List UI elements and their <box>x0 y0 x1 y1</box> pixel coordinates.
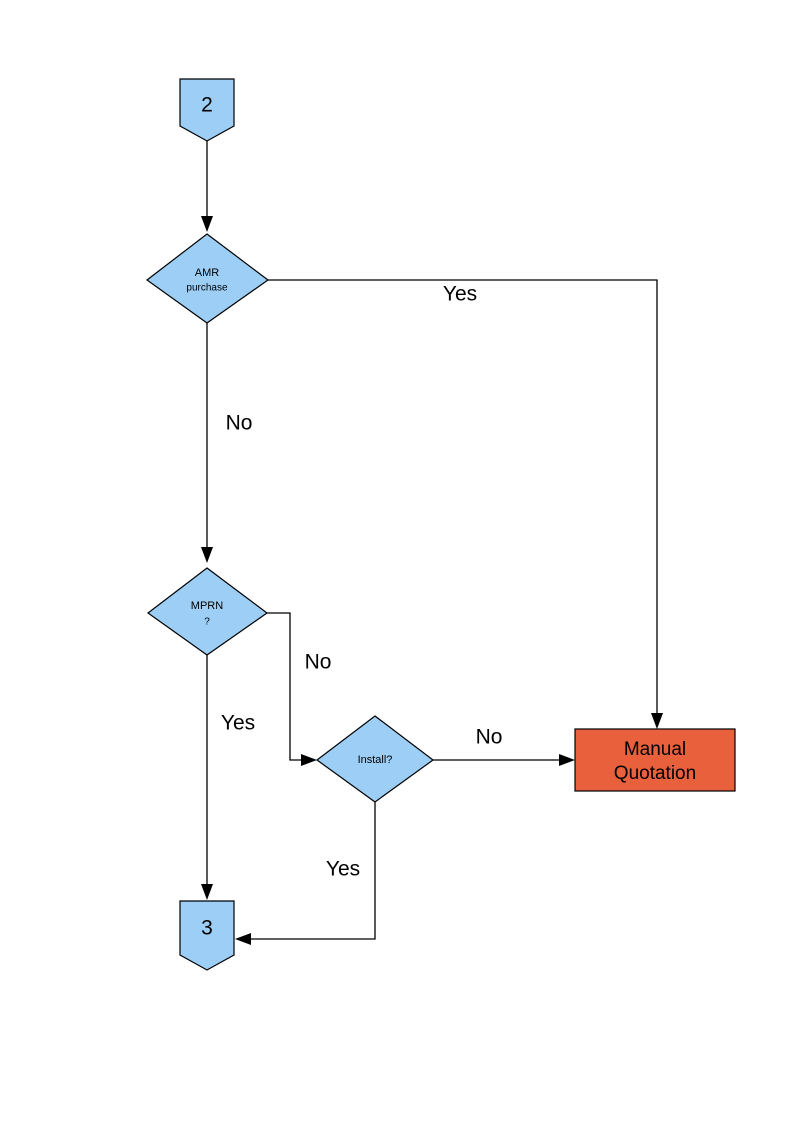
edge-amr-no-to-mprn: No <box>201 323 252 563</box>
arrow-head-icon <box>559 754 575 766</box>
diamond-shape[interactable] <box>315 715 435 803</box>
node-decision-install[interactable]: Install? <box>315 715 435 803</box>
node-decision-mprn-label-line2: ? <box>204 617 210 628</box>
edge-mprn-no-to-install: No <box>267 612 332 766</box>
node-decision-mprn-label-line1: MPRN <box>191 600 223 612</box>
node-connector-out[interactable]: 3 <box>179 900 235 971</box>
arrow-head-icon <box>651 713 663 729</box>
pentagon-terminator-shape[interactable] <box>179 78 235 142</box>
diamond-shape[interactable] <box>146 567 269 656</box>
node-connector-in[interactable]: 2 <box>179 78 235 142</box>
edge-label-no: No <box>476 726 503 749</box>
edge-label-yes: Yes <box>221 712 255 735</box>
edge-connector2-to-amr <box>201 141 213 232</box>
node-connector-in-label: 2 <box>201 94 213 117</box>
arrow-head-icon <box>301 754 317 766</box>
arrow-head-icon <box>201 216 213 232</box>
node-process-manual-quotation-label-line2: Quotation <box>614 763 696 784</box>
pentagon-terminator-shape[interactable] <box>179 900 235 971</box>
arrow-head-icon <box>201 547 213 563</box>
arrow-head-icon <box>235 933 251 945</box>
edge-label-no: No <box>305 651 332 674</box>
edge-line <box>268 279 658 718</box>
edge-mprn-yes-to-connector3: Yes <box>201 655 255 900</box>
edge-label-no: No <box>226 412 253 435</box>
edge-install-no-to-manual-quotation: No <box>433 726 575 766</box>
node-process-manual-quotation-label-line1: Manual <box>624 739 686 760</box>
node-process-manual-quotation[interactable]: Manual Quotation <box>574 728 736 792</box>
edge-label-yes: Yes <box>443 283 477 306</box>
edge-line <box>247 802 376 940</box>
edge-install-yes-to-connector3: Yes <box>235 802 376 945</box>
node-decision-install-label: Install? <box>358 754 393 766</box>
edge-label-yes: Yes <box>326 858 360 881</box>
diamond-shape[interactable] <box>145 233 270 324</box>
node-decision-amr-label-line2: purchase <box>186 283 228 294</box>
node-connector-out-label: 3 <box>201 917 213 940</box>
node-decision-mprn[interactable]: MPRN ? <box>146 567 269 656</box>
node-decision-amr-label-line1: AMR <box>195 267 220 279</box>
node-decision-amr[interactable]: AMR purchase <box>145 233 270 324</box>
arrow-head-icon <box>201 884 213 900</box>
rectangle-shape[interactable] <box>574 728 736 792</box>
edge-amr-yes-to-manual-quotation: Yes <box>268 279 663 729</box>
edge-line <box>267 612 305 761</box>
